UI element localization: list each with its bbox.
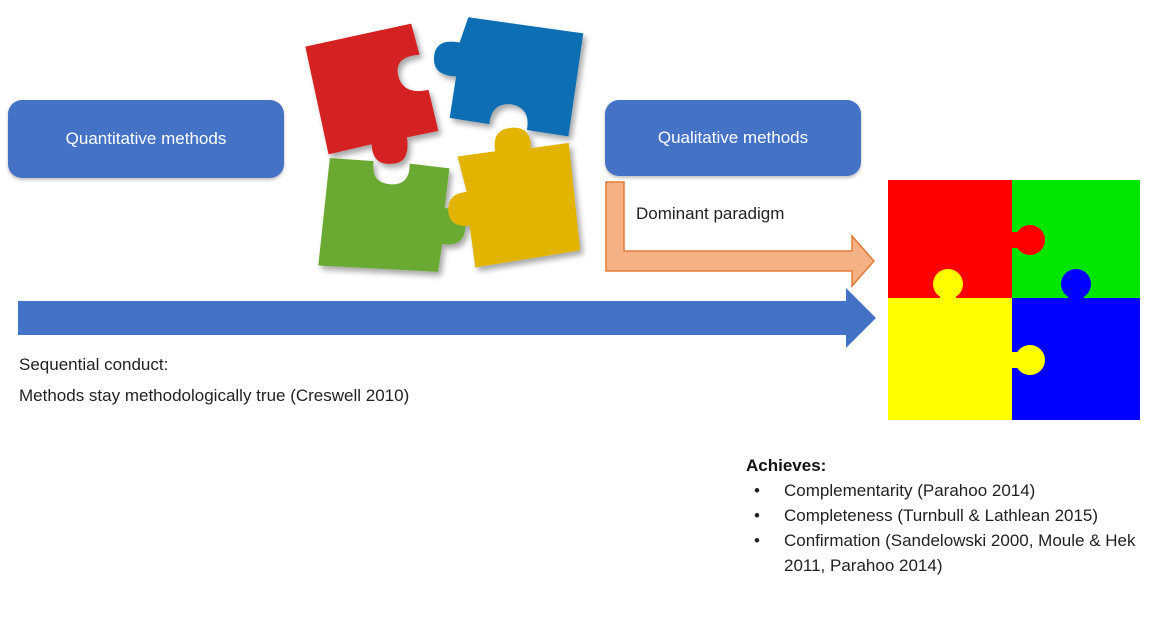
quantitative-methods-label: Quantitative methods [65, 129, 227, 148]
qualitative-methods-box: Qualitative methods [605, 100, 861, 176]
green-puzzle-piece [318, 158, 466, 272]
square-yellow-quadrant [888, 298, 1012, 420]
quantitative-methods-box: Quantitative methods [8, 100, 284, 178]
puzzle-pieces-scattered [305, 17, 584, 272]
methods-true-label: Methods stay methodologically true (Cres… [19, 386, 410, 405]
red-puzzle-piece [305, 23, 439, 164]
list-item: Complementarity (Parahoo 2014) [746, 478, 1156, 503]
qualitative-methods-label: Qualitative methods [657, 128, 809, 147]
dominant-paradigm-arrow [605, 181, 875, 288]
completed-puzzle-square [888, 180, 1140, 420]
yellow-puzzle-piece [448, 127, 581, 268]
sequential-conduct-label: Sequential conduct: [19, 355, 169, 374]
list-item: Confirmation (Sandelowski 2000, Moule & … [746, 528, 1156, 578]
achieves-list: Complementarity (Parahoo 2014) Completen… [746, 478, 1156, 578]
sequential-arrow [18, 288, 876, 348]
dominant-paradigm-label: Dominant paradigm [636, 204, 785, 223]
list-item: Completeness (Turnbull & Lathlean 2015) [746, 503, 1156, 528]
blue-puzzle-piece [433, 17, 584, 137]
achieves-heading: Achieves: [746, 456, 827, 475]
